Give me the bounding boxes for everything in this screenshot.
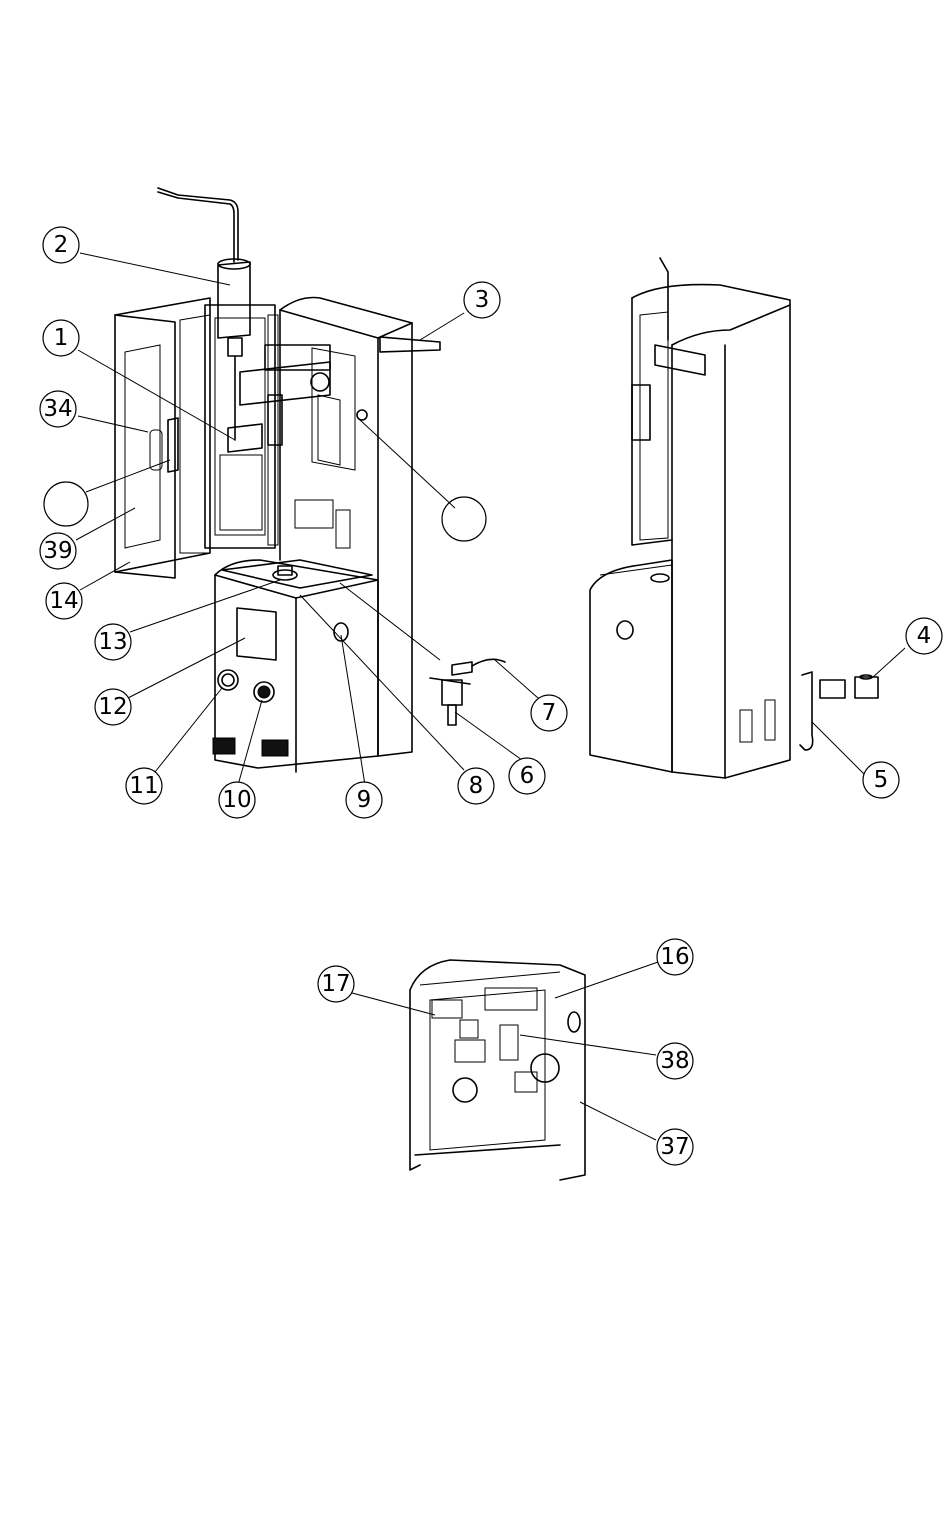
svg-text:6: 6 [520, 763, 535, 789]
callout-11: 11 [126, 768, 162, 804]
reference-circle-right [442, 497, 486, 541]
door-panel [115, 298, 210, 578]
svg-text:12: 12 [98, 694, 127, 720]
base-unit [213, 560, 378, 772]
callout-16: 16 [657, 939, 693, 975]
callout-5: 5 [863, 762, 899, 798]
svg-text:39: 39 [43, 538, 72, 564]
svg-text:17: 17 [321, 971, 350, 997]
callout-7: 7 [531, 695, 567, 731]
svg-text:7: 7 [542, 700, 557, 726]
main-cabinet [280, 298, 440, 757]
callout-2: 2 [43, 227, 79, 263]
rear-assembly [590, 258, 878, 778]
callout-8: 8 [458, 768, 494, 804]
callout-39: 39 [40, 533, 76, 569]
svg-text:16: 16 [660, 944, 689, 970]
callout-17: 17 [318, 966, 354, 1002]
svg-text:3: 3 [475, 287, 490, 313]
callout-1: 1 [43, 320, 79, 356]
svg-text:34: 34 [43, 396, 72, 422]
callout-4: 4 [906, 618, 942, 654]
electronics-assembly [410, 960, 585, 1180]
front-assembly [44, 188, 505, 772]
callout-3: 3 [464, 282, 500, 318]
svg-text:14: 14 [49, 588, 78, 614]
svg-text:38: 38 [660, 1048, 689, 1074]
svg-text:4: 4 [917, 623, 932, 649]
callout-13: 13 [95, 624, 131, 660]
callout-9: 9 [346, 782, 382, 818]
leader-lines [76, 253, 905, 1140]
svg-text:8: 8 [469, 773, 484, 799]
reference-circle-left [44, 482, 88, 526]
svg-text:2: 2 [54, 232, 69, 258]
pump-column [158, 188, 330, 452]
callout-34: 34 [40, 391, 76, 427]
callout-6: 6 [509, 758, 545, 794]
callout-38: 38 [657, 1043, 693, 1079]
callout-37: 37 [657, 1129, 693, 1165]
filter-and-cable [430, 659, 505, 725]
callout-10: 10 [219, 782, 255, 818]
svg-text:9: 9 [357, 787, 372, 813]
svg-text:1: 1 [54, 325, 69, 351]
svg-text:13: 13 [98, 629, 127, 655]
callout-12: 12 [95, 689, 131, 725]
svg-text:5: 5 [874, 767, 889, 793]
svg-text:37: 37 [660, 1134, 689, 1160]
svg-text:11: 11 [129, 773, 158, 799]
svg-text:10: 10 [222, 787, 251, 813]
callout-14: 14 [46, 583, 82, 619]
